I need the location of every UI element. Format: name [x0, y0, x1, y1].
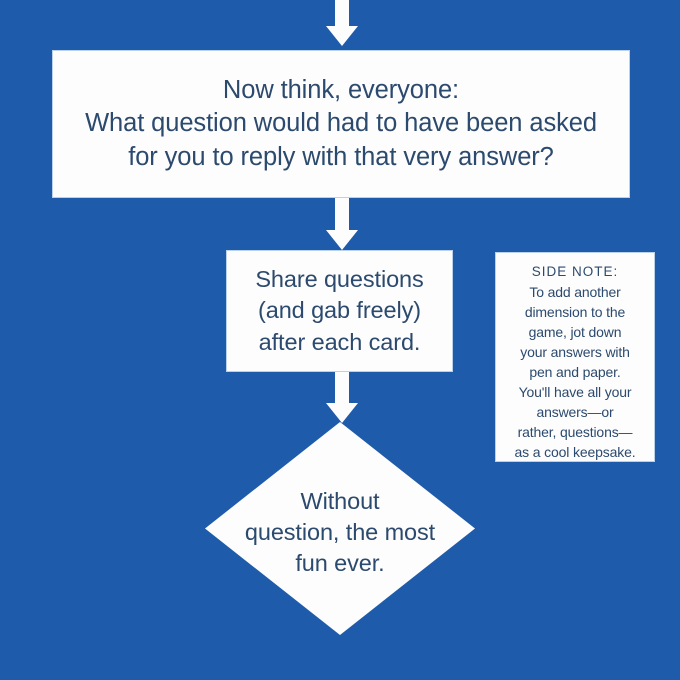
arrow-shaft	[335, 0, 349, 28]
down-arrow-icon-top	[326, 0, 358, 46]
sidenote-heading: SIDE NOTE:	[531, 264, 619, 279]
diamond-label: Without question, the most fun ever.	[205, 422, 475, 635]
flowchart-node-sidenote: SIDE NOTE: To add another dimension to t…	[495, 252, 655, 462]
flowchart-node-share-text: Share questions (and gab freely) after e…	[255, 266, 424, 355]
flowchart-node-prompt-text: Now think, everyone: What question would…	[85, 75, 597, 171]
arrow-head	[326, 26, 358, 46]
arrow-shaft	[335, 198, 349, 232]
flowchart-node-prompt: Now think, everyone: What question would…	[52, 50, 630, 198]
down-arrow-icon-prompt-to-share	[326, 198, 358, 250]
flowchart-node-share: Share questions (and gab freely) after e…	[226, 250, 453, 372]
arrow-head	[326, 403, 358, 423]
flowchart-node-conclusion: Without question, the most fun ever.	[205, 422, 475, 635]
flowchart-node-conclusion-text: Without question, the most fun ever.	[244, 487, 436, 577]
sidenote-body-text: To add another dimension to the game, jo…	[514, 284, 636, 461]
arrow-head	[326, 230, 358, 250]
down-arrow-icon-share-to-conclusion	[326, 372, 358, 423]
arrow-shaft	[335, 372, 349, 405]
